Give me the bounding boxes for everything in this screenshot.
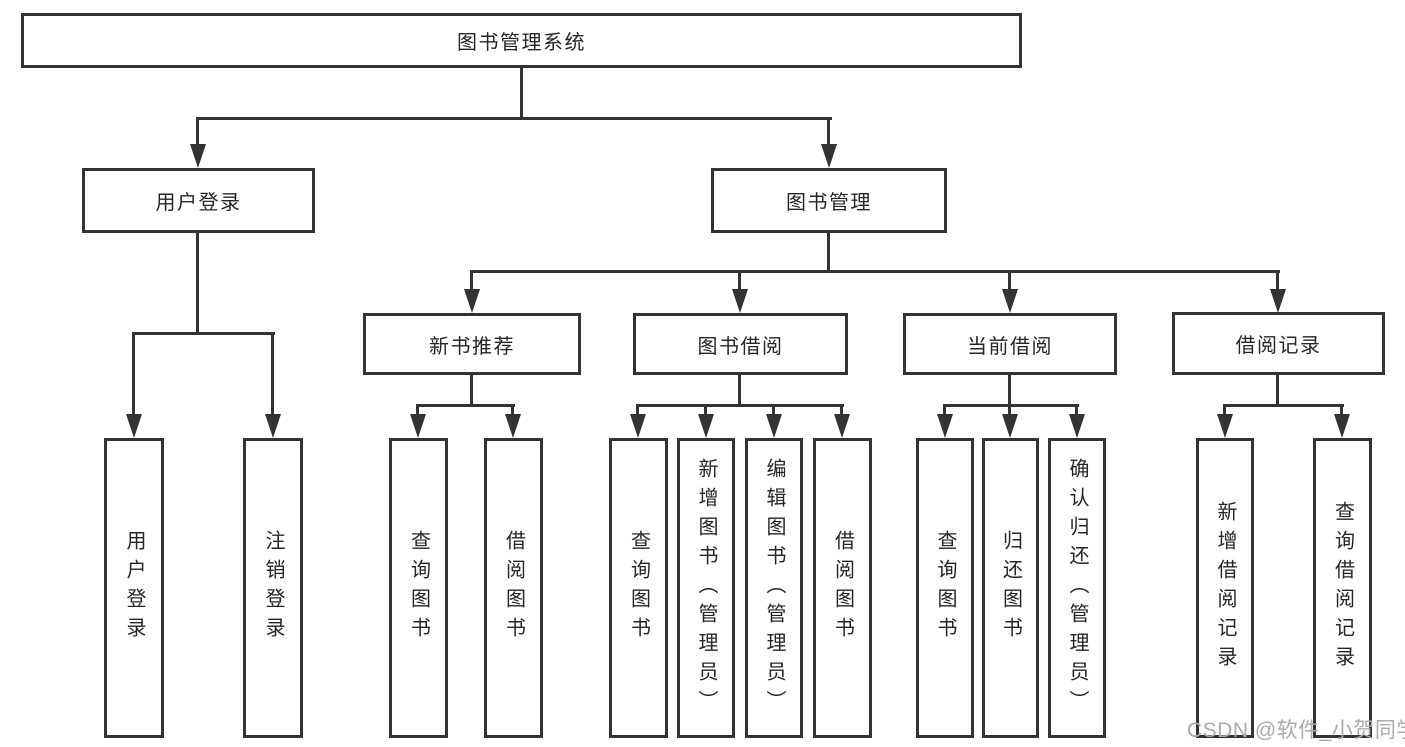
node-label: 查询图书 (627, 530, 650, 646)
connector-line (943, 404, 946, 418)
node-label: 借阅图书 (502, 530, 525, 646)
node-label: 借阅记录 (1235, 335, 1322, 357)
arrow-down-icon (1217, 414, 1233, 438)
node-label: 当前借阅 (967, 335, 1053, 358)
leaf-borrow-books-recommend: 借阅图书 (484, 438, 543, 738)
node-label: 新书推荐 (429, 335, 515, 358)
arrow-down-icon (1069, 414, 1085, 438)
node-current-borrow: 当前借阅 (903, 313, 1117, 375)
arrow-down-icon (821, 144, 837, 168)
arrow-down-icon (766, 414, 782, 438)
connector-line (738, 270, 741, 292)
leaf-query-borrow-record: 查询借阅记录 (1313, 438, 1372, 738)
node-label: 新增借阅记录 (1214, 501, 1236, 675)
leaf-add-borrow-record: 新增借阅记录 (1196, 438, 1254, 738)
leaf-query-books-current: 查询图书 (916, 438, 974, 738)
connector-line (636, 404, 844, 407)
node-label: 查询图书 (407, 530, 430, 646)
node-label: 借阅图书 (831, 530, 854, 646)
node-library-management-system: 图书管理系统 (21, 13, 1022, 68)
leaf-query-books-borrow: 查询图书 (609, 438, 668, 738)
connector-line (827, 232, 830, 273)
arrow-down-icon (698, 414, 714, 438)
node-borrow-records: 借阅记录 (1172, 312, 1385, 375)
connector-line (772, 404, 775, 418)
connector-line (1276, 270, 1279, 292)
arrow-down-icon (190, 144, 206, 168)
leaf-query-books-recommend: 查询图书 (389, 438, 448, 738)
connector-line (943, 404, 1079, 407)
node-user-login: 用户登录 (82, 168, 315, 233)
connector-line (636, 404, 639, 418)
connector-line (1008, 404, 1011, 418)
connector-line (470, 374, 473, 407)
node-label: 图书借阅 (697, 335, 784, 358)
connector-line (196, 232, 199, 335)
node-label: 注销登录 (262, 530, 284, 646)
connector-line (827, 117, 830, 145)
connector-line (1340, 404, 1343, 418)
arrow-down-icon (1002, 289, 1018, 313)
connector-line (520, 67, 523, 118)
leaf-edit-book-admin: 编辑图书（管理员） (745, 438, 803, 738)
leaf-return-book: 归还图书 (982, 438, 1039, 738)
leaf-confirm-return-admin: 确认归还（管理员） (1048, 438, 1106, 738)
connector-line (470, 270, 1280, 273)
leaf-logout: 注销登录 (243, 438, 303, 738)
arrow-down-icon (464, 289, 480, 313)
node-label: 新增图书（管理员） (695, 457, 717, 719)
connector-line (132, 332, 275, 335)
node-label: 图书管理系统 (457, 32, 586, 54)
connector-line (196, 117, 832, 120)
arrow-down-icon (505, 414, 521, 438)
connector-line (511, 404, 514, 418)
node-label: 图书管理 (786, 192, 872, 214)
connector-line (704, 404, 707, 418)
connector-line (1075, 404, 1078, 418)
connector-line (1223, 404, 1226, 418)
arrow-down-icon (265, 414, 281, 438)
connector-line (840, 404, 843, 418)
node-book-management: 图书管理 (711, 168, 947, 233)
connector-line (1008, 270, 1011, 292)
node-label: 查询图书 (934, 530, 956, 646)
node-label: 归还图书 (999, 530, 1022, 646)
leaf-borrow-books: 借阅图书 (813, 438, 872, 738)
arrow-down-icon (126, 414, 142, 438)
node-label: 编辑图书（管理员） (763, 457, 785, 719)
connector-line (1008, 374, 1011, 407)
arrow-down-icon (937, 414, 953, 438)
connector-line (132, 332, 135, 418)
arrow-down-icon (1270, 289, 1286, 313)
arrow-down-icon (410, 414, 426, 438)
arrow-down-icon (1334, 414, 1350, 438)
connector-line (1276, 374, 1279, 407)
arrow-down-icon (1002, 414, 1018, 438)
connector-line (470, 270, 473, 292)
connector-line (1223, 404, 1344, 407)
connector-line (271, 332, 274, 418)
node-label: 查询借阅记录 (1331, 501, 1354, 675)
node-new-book-recommend: 新书推荐 (363, 313, 581, 375)
leaf-add-book-admin: 新增图书（管理员） (677, 438, 735, 738)
node-label: 用户登录 (123, 530, 145, 646)
connector-line (416, 404, 419, 418)
connector-line (196, 117, 199, 145)
watermark: CSDN @软件_小贺同学 (1187, 719, 1405, 742)
arrow-down-icon (630, 414, 646, 438)
connector-line (738, 374, 741, 407)
node-book-borrow: 图书借阅 (633, 313, 848, 375)
leaf-user-login: 用户登录 (104, 438, 164, 738)
node-label: 用户登录 (155, 192, 242, 214)
node-label: 确认归还（管理员） (1066, 457, 1088, 719)
connector-line (416, 404, 515, 407)
arrow-down-icon (834, 414, 850, 438)
arrow-down-icon (732, 289, 748, 313)
